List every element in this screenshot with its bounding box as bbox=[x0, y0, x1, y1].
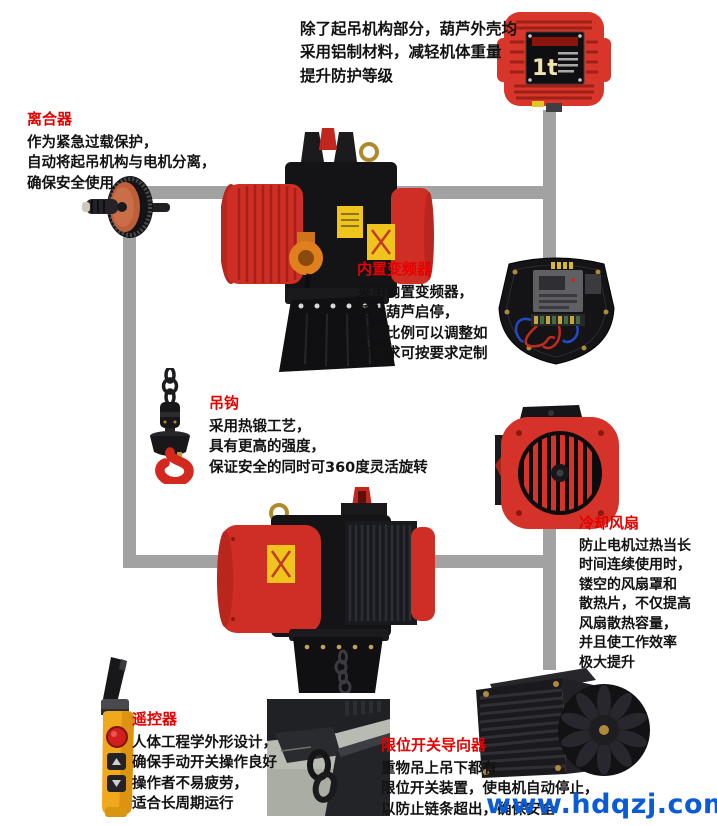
inverter-photo bbox=[493, 250, 620, 370]
callout-inverter-body: 采用内置变频器， 帮助葫芦启停， 速度比例可以调整如 有需求可按要求定制 bbox=[357, 284, 488, 363]
capacity-label: 1t bbox=[532, 56, 558, 81]
hook-image bbox=[150, 366, 194, 487]
callout-shell-note: 除了起吊机构部分，葫芦外壳均 采用铝制材料，减轻机体重量 提升防护等级 bbox=[300, 20, 518, 85]
callout-cooling-fan: 冷却风扇 防止电机过热当长 时间连续使用时， 镂空的风扇罩和 散热片，不仅提高 … bbox=[579, 514, 715, 674]
callout-remote-title: 遥控器 bbox=[132, 710, 178, 728]
red-fan-image bbox=[495, 405, 619, 529]
callout-remote: 遥控器 人体工程学外形设计， 确保手动开关操作良好 操作者不易疲劳， 适合长周期… bbox=[132, 710, 277, 815]
callout-hook: 吊钩 采用热锻工艺， 具有更高的强度， 保证安全的同时可360度灵活旋转 bbox=[209, 394, 428, 478]
callout-clutch: 离合器 作为紧急过载保护， 自动将起吊机构与电机分离， 确保安全使用 bbox=[27, 110, 216, 194]
site-watermark: www.hdqzj.com bbox=[486, 789, 717, 820]
callout-hook-title: 吊钩 bbox=[209, 394, 240, 412]
callout-remote-body: 人体工程学外形设计， 确保手动开关操作良好 操作者不易疲劳， 适合长周期运行 bbox=[132, 734, 277, 813]
black-fan-photo bbox=[466, 656, 654, 790]
clutch-photo bbox=[82, 164, 184, 250]
second-hoist-image bbox=[217, 487, 435, 695]
second-hoist-photo bbox=[215, 487, 436, 695]
main-hoist-photo bbox=[219, 128, 434, 374]
control-panel-image: 1t bbox=[497, 12, 611, 112]
hook-photo bbox=[132, 366, 208, 487]
callout-clutch-title: 离合器 bbox=[27, 110, 73, 128]
remote-image bbox=[101, 657, 134, 817]
red-fan-photo bbox=[493, 405, 624, 533]
callout-cooling-fan-body: 防止电机过热当长 时间连续使用时， 镂空的风扇罩和 散热片，不仅提高 风扇散热容… bbox=[579, 537, 691, 672]
callout-clutch-body: 作为紧急过载保护， 自动将起吊机构与电机分离， 确保安全使用 bbox=[27, 134, 216, 192]
connector-line-top-right-vertical bbox=[543, 110, 556, 268]
callout-hook-body: 采用热锻工艺， 具有更高的强度， 保证安全的同时可360度灵活旋转 bbox=[209, 418, 428, 476]
main-hoist-image bbox=[219, 128, 434, 372]
callout-cooling-fan-title: 冷却风扇 bbox=[579, 514, 640, 532]
callout-inverter: 内置变频器 采用内置变频器， 帮助葫芦启停， 速度比例可以调整如 有需求可按要求… bbox=[357, 260, 488, 365]
connector-line-left-vertical bbox=[123, 200, 136, 568]
callout-inverter-title: 内置变频器 bbox=[357, 260, 433, 278]
remote-photo bbox=[77, 657, 166, 821]
clutch-image bbox=[82, 176, 170, 238]
black-fan-image bbox=[476, 668, 650, 778]
limit-switch-image bbox=[267, 699, 390, 816]
connector-line-bottom-right-vertical bbox=[543, 520, 556, 670]
callout-limit-switch: 限位开关导向器 重物吊上吊下都有 限位开关装置，使电机自动停止， 以防止链条超出… bbox=[381, 736, 599, 820]
control-panel-photo: 1t bbox=[496, 6, 612, 112]
limit-switch-photo bbox=[267, 699, 390, 816]
callout-limit-switch-body: 重物吊上吊下都有 限位开关装置，使电机自动停止， 以防止链条超出，确保安全 bbox=[381, 760, 599, 818]
inverter-image bbox=[498, 257, 615, 365]
callout-limit-switch-title: 限位开关导向器 bbox=[381, 736, 487, 754]
